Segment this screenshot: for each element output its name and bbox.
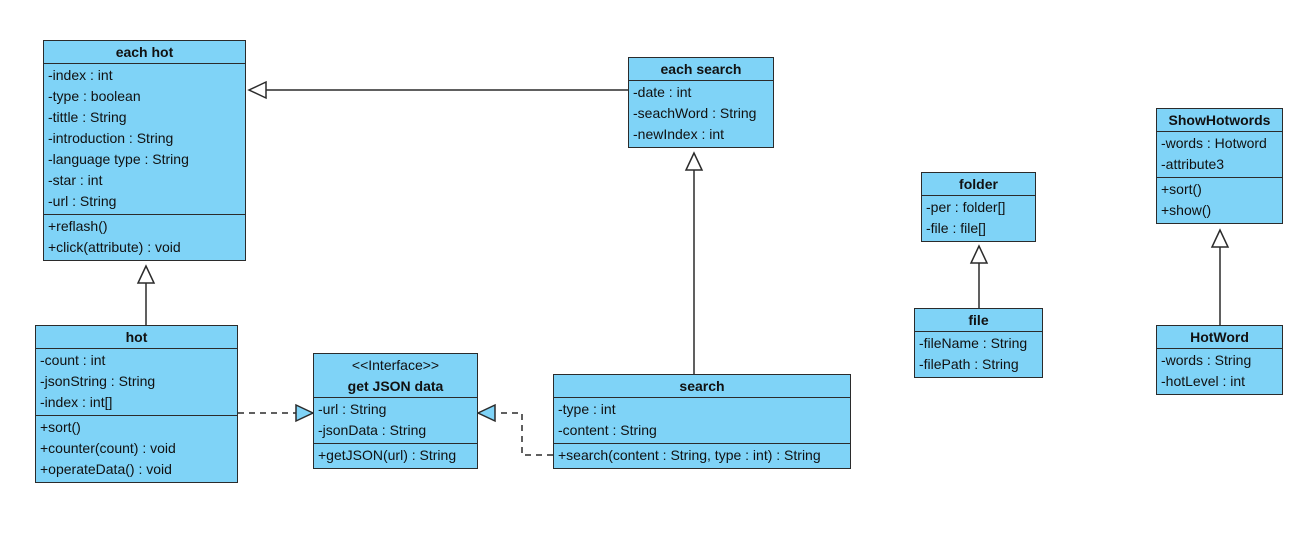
class-name: folder <box>959 176 998 192</box>
class-header: file <box>915 309 1042 332</box>
attribute: -type : int <box>558 401 616 417</box>
attribute: -file : file[] <box>926 220 986 236</box>
class-show-hotwords[interactable]: ShowHotwords -words : Hotword -attribute… <box>1156 108 1283 224</box>
attributes-compartment: -per : folder[] -file : file[] <box>922 196 1035 241</box>
operations-compartment: +reflash() +click(attribute) : void <box>44 214 245 260</box>
class-header: hot <box>36 326 237 349</box>
attribute: -jsonString : String <box>40 373 156 389</box>
attributes-compartment: -words : String -hotLevel : int <box>1157 349 1282 394</box>
attribute: -seachWord : String <box>633 105 757 121</box>
class-name: search <box>679 378 725 394</box>
class-name: HotWord <box>1190 329 1249 345</box>
class-each-search[interactable]: each search -date : int -seachWord : Str… <box>628 57 774 148</box>
operation: +sort() <box>40 419 81 435</box>
operations-compartment: +sort() +counter(count) : void +operateD… <box>36 415 237 482</box>
class-name: get JSON data <box>347 378 444 394</box>
class-header: search <box>554 375 850 398</box>
class-hot[interactable]: hot -count : int -jsonString : String -i… <box>35 325 238 483</box>
attribute: -type : boolean <box>48 88 141 104</box>
operations-compartment: +sort() +show() <box>1157 177 1282 223</box>
realization-arrowhead <box>476 403 496 423</box>
class-name: ShowHotwords <box>1168 112 1271 128</box>
attribute: -content : String <box>558 422 657 438</box>
generalization-arrowhead <box>969 244 989 264</box>
operation: +sort() <box>1161 181 1202 197</box>
class-folder[interactable]: folder -per : folder[] -file : file[] <box>921 172 1036 242</box>
attribute: -words : String <box>1161 352 1252 368</box>
attribute: -per : folder[] <box>926 199 1006 215</box>
attribute: -date : int <box>633 84 692 100</box>
operations-compartment: +getJSON(url) : String <box>314 443 477 468</box>
operations-compartment: +search(content : String, type : int) : … <box>554 443 850 468</box>
attributes-compartment: -index : int -type : boolean -tittle : S… <box>44 64 245 214</box>
attribute: -language type : String <box>48 151 189 167</box>
attributes-compartment: -count : int -jsonString : String -index… <box>36 349 237 415</box>
attributes-compartment: -type : int -content : String <box>554 398 850 443</box>
attributes-compartment: -date : int -seachWord : String -newInde… <box>629 81 773 147</box>
class-header: <<Interface>> get JSON data <box>314 354 477 398</box>
class-each-hot[interactable]: each hot -index : int -type : boolean -t… <box>43 40 246 261</box>
stereotype-label: <<Interface>> <box>351 357 440 373</box>
generalization-arrowhead <box>684 151 704 171</box>
class-header: HotWord <box>1157 326 1282 349</box>
attribute: -index : int[] <box>40 394 113 410</box>
interface-get-json-data[interactable]: <<Interface>> get JSON data -url : Strin… <box>313 353 478 469</box>
class-name: each search <box>660 61 742 77</box>
attribute: -fileName : String <box>919 335 1028 351</box>
operation: +getJSON(url) : String <box>318 447 457 463</box>
attribute: -count : int <box>40 352 106 368</box>
operation: +show() <box>1161 202 1212 218</box>
attribute: -newIndex : int <box>633 126 725 142</box>
operation: +click(attribute) : void <box>48 239 181 255</box>
attribute: -tittle : String <box>48 109 127 125</box>
attribute: -url : String <box>48 193 117 209</box>
operation: +operateData() : void <box>40 461 172 477</box>
class-header: each search <box>629 58 773 81</box>
attributes-compartment: -words : Hotword -attribute3 <box>1157 132 1282 177</box>
attribute: -words : Hotword <box>1161 135 1267 151</box>
realization-arrowhead <box>295 403 315 423</box>
attributes-compartment: -fileName : String -filePath : String <box>915 332 1042 377</box>
class-hotword[interactable]: HotWord -words : String -hotLevel : int <box>1156 325 1283 395</box>
attribute: -introduction : String <box>48 130 174 146</box>
class-file[interactable]: file -fileName : String -filePath : Stri… <box>914 308 1043 378</box>
attribute: -star : int <box>48 172 103 188</box>
attribute: -url : String <box>318 401 387 417</box>
class-header: each hot <box>44 41 245 64</box>
edge-search-realizes-get-json-data <box>496 412 553 456</box>
operation: +search(content : String, type : int) : … <box>558 447 821 463</box>
generalization-arrowhead <box>1210 228 1230 248</box>
generalization-arrowhead <box>247 80 267 100</box>
attribute: -jsonData : String <box>318 422 427 438</box>
class-name: file <box>968 312 989 328</box>
class-name: each hot <box>115 44 174 60</box>
class-header: ShowHotwords <box>1157 109 1282 132</box>
attributes-compartment: -url : String -jsonData : String <box>314 398 477 443</box>
attribute: -hotLevel : int <box>1161 373 1246 389</box>
generalization-arrowhead <box>136 264 156 284</box>
operation: +reflash() <box>48 218 108 234</box>
attribute: -attribute3 <box>1161 156 1225 172</box>
class-search[interactable]: search -type : int -content : String +se… <box>553 374 851 469</box>
class-header: folder <box>922 173 1035 196</box>
class-name: hot <box>125 329 148 345</box>
attribute: -index : int <box>48 67 113 83</box>
operation: +counter(count) : void <box>40 440 176 456</box>
attribute: -filePath : String <box>919 356 1019 372</box>
